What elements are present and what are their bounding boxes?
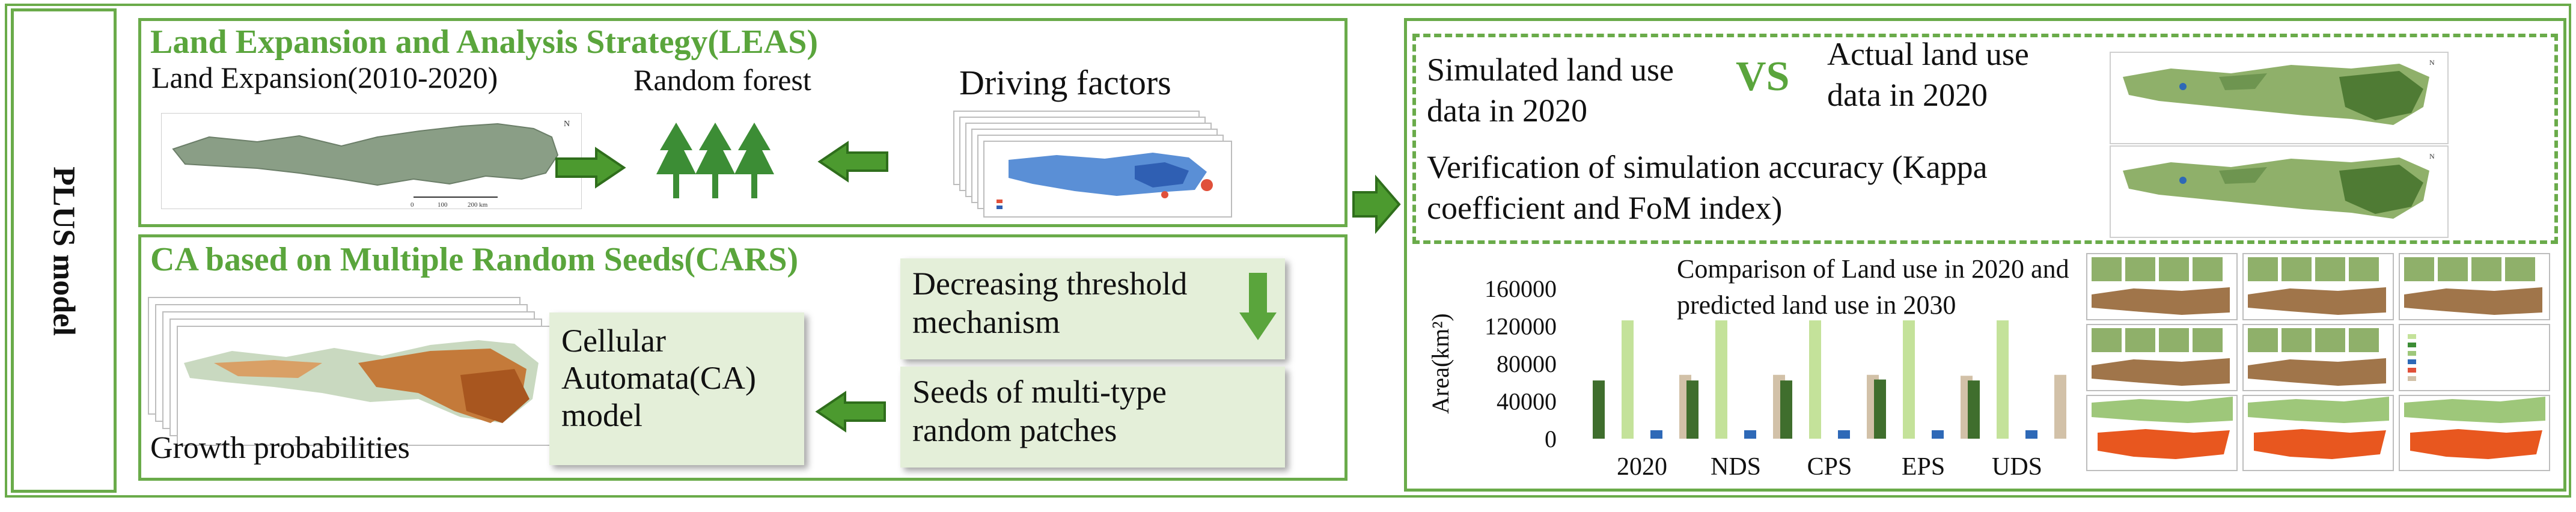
chart-bar: [1997, 320, 2009, 439]
scenario-thumbnails: [2086, 252, 2560, 475]
chart-bar: [1715, 320, 1727, 439]
arrow-left-icon: [815, 391, 886, 433]
growth-probabilities-label: Growth probabilities: [150, 431, 410, 465]
x-tick-label: EPS: [1902, 453, 1945, 481]
actual-label: Actual land use data in 2020: [1827, 36, 2029, 113]
actual-land-use-map: N: [2110, 52, 2449, 144]
plus-model-label: PLUS model: [46, 166, 81, 336]
ca-model-label: Cellular Automata(CA) model: [561, 323, 756, 433]
accuracy-label: Verification of simulation accuracy (Kap…: [1427, 149, 1988, 226]
chart-bar: [1650, 430, 1662, 439]
cars-box: [138, 234, 1348, 481]
ca-model-panel: [549, 312, 804, 465]
chart-title: Comparison of Land use in 2020 and predi…: [1677, 254, 2069, 320]
y-tick-label: 40000: [1497, 388, 1557, 415]
outer-frame: [5, 4, 2571, 498]
verification-box: [1404, 18, 2566, 492]
svg-text:0: 0: [411, 201, 414, 209]
chart-bar: [1809, 320, 1821, 439]
arrow-left-icon: [817, 141, 888, 183]
leas-box: [138, 18, 1348, 227]
seeds-label: Seeds of multi-type random patches: [912, 374, 1167, 448]
chart-bar: [1968, 380, 1980, 439]
x-tick-label: 2020: [1617, 453, 1667, 481]
arrow-right-icon: [555, 147, 626, 189]
arrow-right-icon: [1352, 174, 1401, 234]
x-tick-label: UDS: [1992, 453, 2042, 481]
vs-label: VS: [1736, 53, 1790, 100]
chart-bar: [2054, 374, 2066, 439]
svg-text:100: 100: [438, 201, 448, 209]
driving-factors-label: Driving factors: [959, 63, 1171, 102]
y-tick-label: 120000: [1485, 313, 1557, 340]
chart-bar: [2025, 430, 2037, 439]
svg-text:N: N: [2429, 58, 2435, 67]
threshold-panel: [900, 258, 1285, 359]
simulated-label: Simulated land use data in 2020: [1427, 52, 1674, 129]
chart-bar: [1932, 430, 1944, 439]
svg-text:N: N: [564, 120, 570, 129]
x-tick-label: CPS: [1807, 453, 1852, 481]
plus-model-box: [11, 8, 117, 493]
random-forest-label: Random forest: [633, 63, 811, 97]
y-tick-label: 80000: [1497, 350, 1557, 377]
land-expansion-label: Land Expansion(2010-2020): [151, 61, 498, 94]
chart-bar: [1874, 379, 1886, 439]
down-arrow-icon: [1239, 273, 1277, 340]
chart-bar: [1838, 430, 1850, 439]
random-forest-icon: [656, 123, 774, 198]
chart-bar: [1622, 320, 1634, 439]
verification-dashed-box: [1412, 34, 2558, 244]
chart-bar: [1593, 380, 1605, 439]
simulated-land-use-map: N: [2110, 145, 2449, 238]
driving-factor-map: [983, 141, 1232, 218]
chart-bar: [1903, 320, 1915, 439]
y-tick-label: 0: [1545, 425, 1557, 453]
cars-title: CA based on Multiple Random Seeds(CARS): [150, 241, 799, 278]
chart-bar: [1744, 430, 1756, 439]
svg-text:N: N: [2429, 152, 2435, 160]
y-tick-label: 160000: [1485, 275, 1557, 302]
seeds-panel: [900, 367, 1285, 468]
x-tick-label: NDS: [1711, 453, 1761, 481]
threshold-label: Decreasing threshold mechanism: [912, 266, 1188, 340]
growth-probability-map: [177, 326, 552, 446]
y-axis-label: Area(km²): [1427, 313, 1454, 413]
chart-bar: [1780, 380, 1792, 439]
land-use-bar-chart: Area(km²) 0 40000 80000 120000 160000 2020 NDS C…: [1427, 275, 2066, 481]
chart-bar: [1686, 380, 1699, 439]
scenario-map-grid: [2086, 253, 2550, 471]
land-expansion-map: N 0 100 200 km: [161, 113, 582, 209]
leas-title: Land Expansion and Analysis Strategy(LEA…: [150, 23, 819, 61]
svg-text:200 km: 200 km: [468, 201, 488, 209]
